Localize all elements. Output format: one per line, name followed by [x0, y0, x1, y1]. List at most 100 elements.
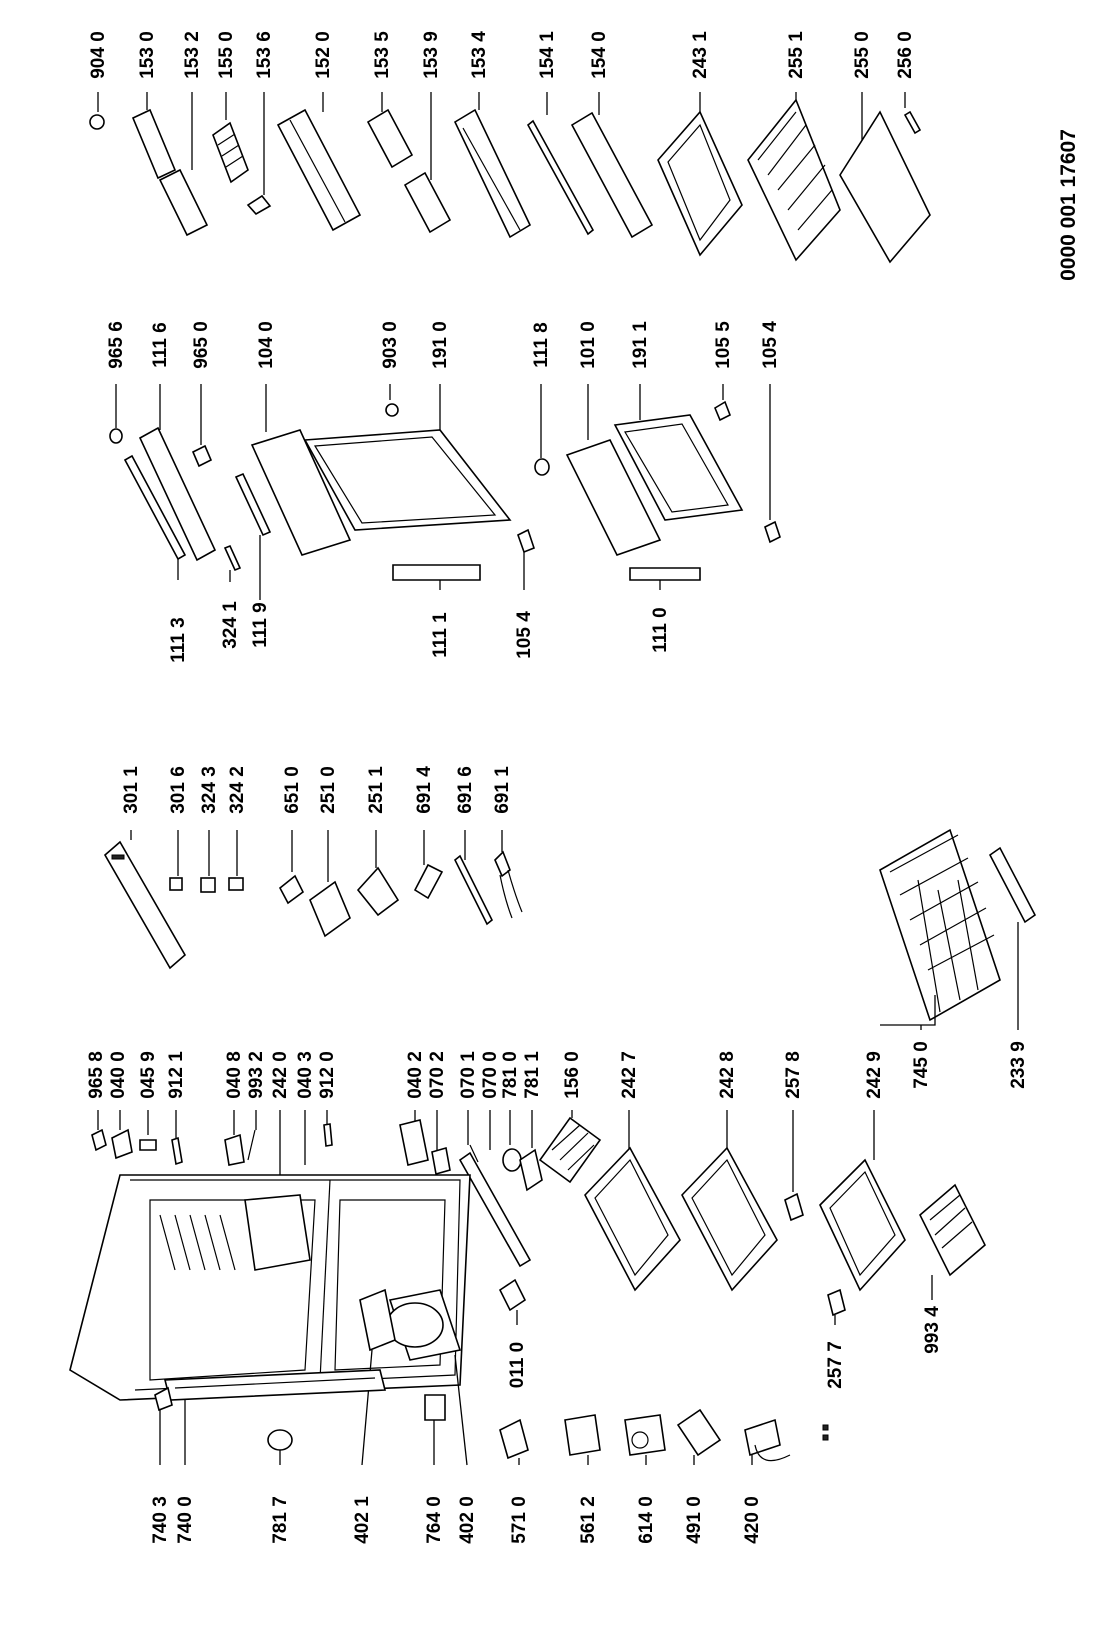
label-104-0: 104 0	[256, 321, 277, 369]
part-011-0	[498, 1278, 527, 1312]
part-104-0	[250, 429, 352, 556]
part-040-0	[111, 1128, 133, 1160]
label-912-1: 912 1	[166, 1051, 187, 1099]
label-324-3: 324 3	[199, 766, 220, 814]
label-156-0: 156 0	[562, 1051, 583, 1099]
label-243-1: 243 1	[690, 31, 711, 79]
part-965-8	[91, 1128, 107, 1152]
label-070-2: 070 2	[427, 1051, 448, 1099]
part-105-4-upper	[517, 528, 535, 554]
part-614-0	[624, 1414, 666, 1456]
label-965-0: 965 0	[191, 321, 212, 369]
part-912-1	[171, 1136, 183, 1166]
label-154-1: 154 1	[537, 31, 558, 79]
part-153-2	[158, 168, 209, 237]
label-153-5: 153 5	[372, 31, 393, 79]
part-781-0	[502, 1148, 522, 1172]
part-153-5	[366, 108, 414, 169]
label-011-0: 011 0	[507, 1342, 528, 1389]
label-614-0: 614 0	[636, 1496, 657, 1544]
label-993-2: 993 2	[246, 1051, 267, 1099]
part-402-1	[359, 1288, 396, 1352]
label-111-8: 111 8	[531, 322, 552, 367]
part-191-0	[303, 429, 512, 531]
label-045-9: 045 9	[138, 1051, 159, 1099]
part-324-3	[200, 877, 216, 893]
part-491-0	[676, 1408, 722, 1457]
label-993-4: 993 4	[922, 1306, 943, 1354]
label-111-0: 111 0	[650, 607, 671, 652]
part-912-0	[323, 1123, 333, 1147]
label-691-4: 691 4	[414, 766, 435, 814]
label-153-0: 153 0	[137, 31, 158, 79]
doors-group: 965 6 111 6 111 3 965 0 324 1 111 9 104 …	[106, 321, 781, 663]
label-301-1: 301 1	[121, 766, 142, 814]
label-965-6: 965 6	[106, 321, 127, 369]
part-153-9	[403, 171, 452, 234]
label-040-0: 040 0	[108, 1051, 129, 1099]
part-040-2	[399, 1119, 429, 1166]
label-903-0: 903 0	[380, 321, 401, 369]
label-154-0: 154 0	[589, 31, 610, 79]
part-993-4	[919, 1183, 986, 1277]
controls-group: 301 1 301 6 324 3 324 2 651 0 251 0 251 …	[103, 766, 523, 970]
label-561-2: 561 2	[578, 1496, 599, 1544]
label-257-8: 257 8	[783, 1051, 804, 1099]
part-101-0	[565, 439, 662, 556]
label-153-4: 153 4	[469, 31, 490, 79]
label-191-0: 191 0	[430, 321, 451, 369]
part-105-4-lower	[764, 520, 781, 544]
part-745-0	[879, 828, 1001, 1022]
label-233-9: 233 9	[1008, 1041, 1029, 1089]
part-904-0	[89, 114, 105, 130]
label-251-0: 251 0	[318, 766, 339, 814]
label-420-0: 420 0	[742, 1496, 763, 1544]
part-070-1	[469, 1144, 479, 1163]
part-324-1	[223, 544, 242, 572]
label-242-9: 242 9	[864, 1051, 885, 1099]
part-233-9	[988, 846, 1037, 924]
part-191-1	[613, 414, 744, 521]
label-153-9: 153 9	[421, 31, 442, 79]
label-965-8: 965 8	[86, 1051, 107, 1099]
cabinet-divider	[319, 1179, 331, 1381]
part-255-0	[839, 110, 931, 264]
part-781-1	[519, 1148, 543, 1192]
part-153-0	[131, 108, 177, 180]
cabinet-group: 965 8 040 0 045 9 912 1 040 8 993 2 242 …	[69, 1051, 986, 1544]
part-764-0	[424, 1394, 446, 1421]
part-154-1	[526, 119, 595, 236]
label-257-7: 257 7	[825, 1341, 846, 1389]
freezer-basket-group: 745 0 233 9	[879, 828, 1037, 1089]
part-781-7	[267, 1429, 293, 1451]
part-154-0	[570, 111, 654, 239]
label-691-6: 691 6	[455, 766, 476, 814]
part-111-9	[234, 472, 272, 537]
part-070-2	[431, 1146, 451, 1176]
part-111-3	[123, 454, 187, 561]
part-740-3	[154, 1386, 173, 1412]
label-740-3: 740 3	[150, 1496, 171, 1544]
label-781-0: 781 0	[500, 1051, 521, 1099]
label-912-0: 912 0	[317, 1051, 338, 1099]
label-781-7: 781 7	[270, 1496, 291, 1544]
part-255-1	[747, 98, 841, 262]
part-420-0	[744, 1418, 781, 1457]
part-571-0	[499, 1418, 529, 1460]
label-111-1: 111 1	[430, 612, 451, 658]
part-251-1	[356, 866, 400, 917]
label-242-7: 242 7	[619, 1051, 640, 1099]
part-257-7	[827, 1288, 846, 1317]
part-324-2	[228, 877, 244, 891]
label-251-1: 251 1	[366, 766, 387, 814]
part-561-2	[564, 1414, 601, 1456]
part-993-2	[247, 1129, 256, 1161]
label-242-0: 242 0	[270, 1051, 291, 1099]
label-301-6: 301 6	[168, 766, 189, 814]
label-781-1: 781 1	[522, 1051, 543, 1099]
label-904-0: 904 0	[88, 31, 109, 79]
part-152-0	[276, 108, 362, 232]
part-301-1	[103, 840, 187, 970]
